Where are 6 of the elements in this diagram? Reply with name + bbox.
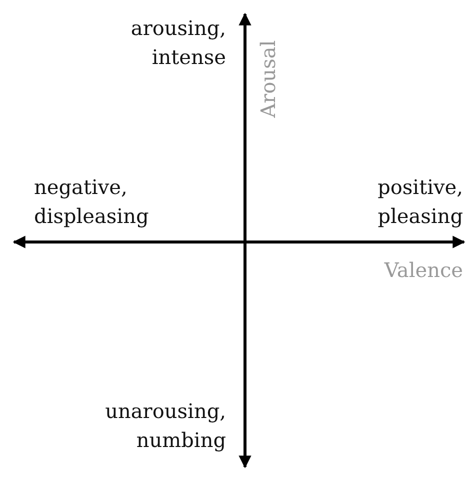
quadrant-label: arousing, intense	[130, 15, 226, 71]
quadrant-label: negative, displeasing	[34, 174, 150, 230]
axis-title: Valence	[384, 258, 463, 282]
quadrant-label: unarousing, numbing	[104, 398, 226, 454]
quadrant-label: positive, pleasing	[376, 174, 463, 230]
axis-title: Arousal	[256, 40, 280, 118]
